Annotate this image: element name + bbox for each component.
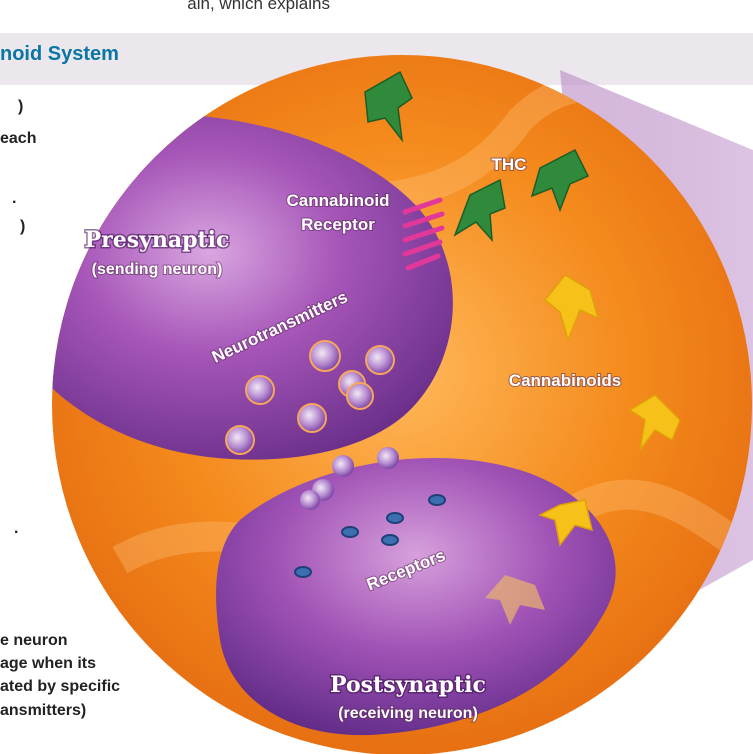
vesicle: [310, 341, 340, 371]
left-text-fragment: ): [20, 218, 25, 236]
left-text-fragment: each: [0, 130, 36, 148]
bottom-text-fragment: ated by specific: [0, 678, 120, 696]
vesicle: [366, 346, 394, 374]
postsynaptic-sublabel: (receiving neuron): [338, 705, 478, 722]
vesicle: [298, 404, 326, 432]
receptor: [295, 567, 311, 577]
bottom-text-fragment: ansmitters): [0, 702, 86, 720]
cannabinoids-label: Cannabinoids: [509, 371, 621, 390]
presynaptic-sublabel: (sending neuron): [92, 261, 223, 278]
cannabinoid-receptor-label-line1: Cannabinoid: [287, 191, 390, 210]
vesicle: [226, 426, 254, 454]
vesicle: [300, 490, 320, 510]
left-text-fragment: .: [14, 520, 18, 538]
vesicle: [377, 447, 399, 469]
vesicle: [246, 376, 274, 404]
thc-label: THC: [492, 155, 527, 174]
presynaptic-label: Presynaptic: [85, 227, 230, 253]
bottom-text-fragment: e neuron: [0, 632, 68, 650]
cannabinoid-receptor-label-line2: Receptor: [301, 215, 375, 234]
receptor: [429, 495, 445, 505]
receptor: [387, 513, 403, 523]
receptor: [342, 527, 358, 537]
left-text-fragment: ): [18, 98, 23, 116]
postsynaptic-label: Postsynaptic: [330, 672, 486, 698]
vesicle: [347, 383, 373, 409]
vesicle: [332, 455, 354, 477]
bottom-text-fragment: age when its: [0, 655, 96, 673]
receptor: [382, 535, 398, 545]
left-text-fragment: .: [12, 190, 16, 208]
